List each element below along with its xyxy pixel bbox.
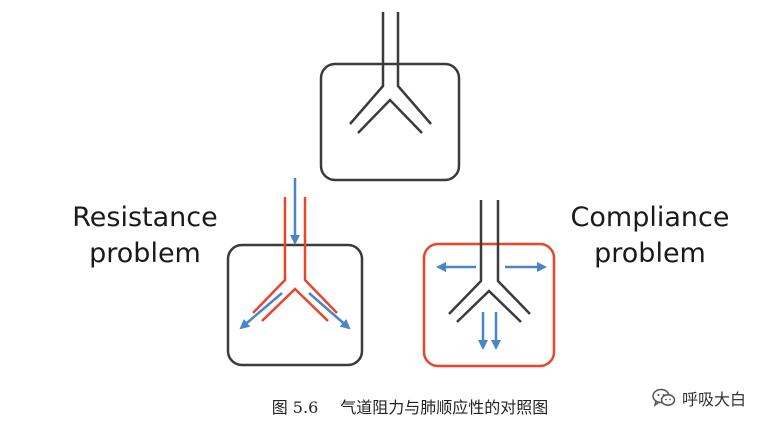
resistance-lung	[226, 178, 364, 367]
compliance-lung-box	[422, 242, 556, 368]
resistance-label-line-2: problem	[89, 238, 201, 269]
normal-airway-right-wall	[396, 12, 432, 125]
compliance-airway	[448, 200, 531, 323]
compliance-label-line-1: Compliance	[570, 202, 730, 233]
resistance-lung-box	[226, 243, 364, 367]
compliance-airway-right-wall	[496, 200, 531, 315]
figure-caption-text: 气道阻力与肺顺应性的对照图	[340, 398, 549, 417]
resistance-label-line-1: Resistance	[72, 202, 218, 233]
resistance-arrows	[239, 178, 351, 330]
wechat-icon	[652, 388, 676, 407]
normal-airway-carina	[357, 98, 423, 134]
compliance-arrows	[436, 262, 547, 350]
normal-airway	[349, 12, 432, 134]
compliance-problem-label: Compliance problem	[552, 200, 748, 272]
compliance-label-line-2: problem	[594, 238, 706, 269]
resistance-arrow-right	[308, 292, 351, 330]
compliance-airway-left-wall	[448, 200, 483, 315]
watermark-text: 呼吸大白	[682, 390, 747, 409]
normal-lung	[319, 12, 461, 182]
resistance-airway	[252, 197, 338, 322]
figure-caption: 图 5.6 气道阻力与肺顺应性的对照图	[150, 394, 670, 418]
resistance-airway-right-wall	[303, 197, 338, 314]
watermark: 呼吸大白	[652, 386, 746, 410]
compliance-airway-carina	[456, 289, 522, 323]
normal-lung-box	[319, 62, 461, 182]
figure-number: 图 5.6	[271, 398, 319, 417]
resistance-problem-label: Resistance problem	[52, 200, 238, 272]
resistance-arrow-left	[239, 292, 283, 330]
normal-airway-left-wall	[349, 12, 385, 125]
compliance-lung	[422, 200, 556, 368]
resistance-airway-carina	[261, 287, 329, 322]
resistance-airway-left-wall	[252, 197, 287, 314]
